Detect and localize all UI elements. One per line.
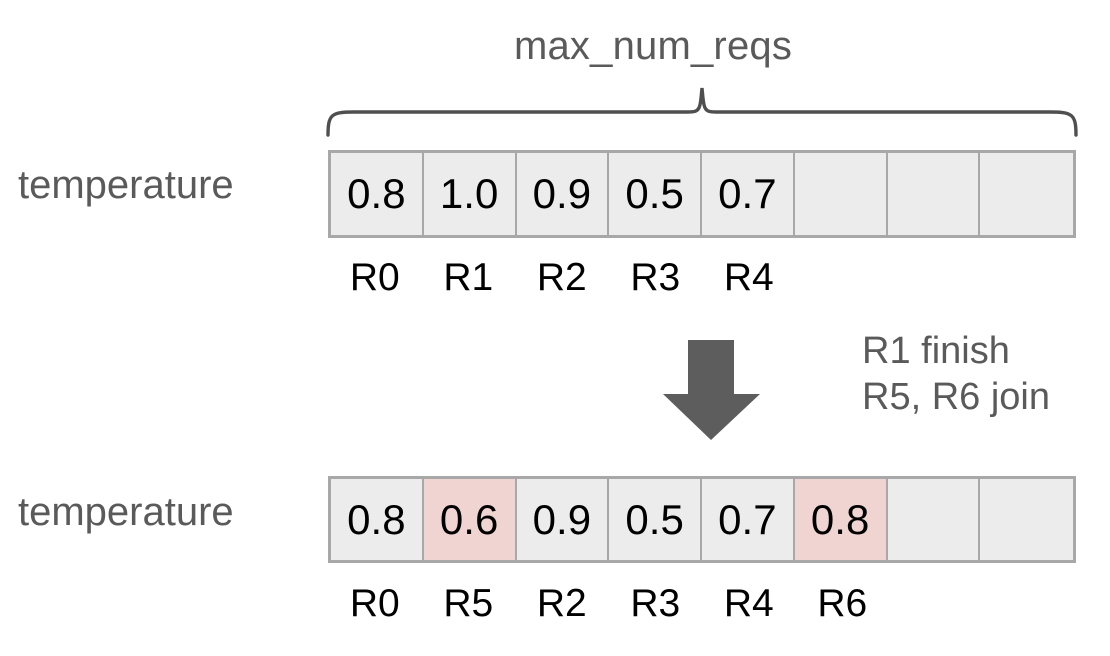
temperature-cell[interactable]: 0.5 (609, 479, 702, 560)
bottom-row-label: temperature (18, 490, 234, 534)
request-id-label: R6 (817, 582, 868, 625)
request-id-label: R3 (630, 582, 681, 625)
request-id-label: R2 (536, 256, 587, 299)
temperature-cell[interactable]: 1.0 (423, 153, 517, 235)
top-row-label: temperature (18, 163, 234, 207)
temperature-cell[interactable]: 0.9 (516, 479, 610, 560)
request-id-label: R2 (536, 582, 587, 625)
temperature-cell[interactable]: 0.9 (516, 153, 610, 235)
request-id-label (796, 258, 890, 297)
bottom-request-id-row: R0 R5 R2 R3 R4 R6 (328, 584, 1076, 623)
temperature-cell-empty[interactable] (887, 479, 981, 560)
temperature-cell-empty[interactable] (980, 479, 1073, 560)
temperature-cell-empty[interactable] (980, 153, 1073, 235)
temperature-cell-highlighted[interactable]: 0.8 (794, 479, 888, 560)
top-request-id-row: R0 R1 R2 R3 R4 (328, 258, 1076, 297)
request-id-label (983, 584, 1077, 623)
page-title-text: max_num_reqs (513, 24, 793, 68)
temperature-cell[interactable]: 0.7 (702, 153, 795, 235)
temperature-cell[interactable]: 0.7 (702, 479, 795, 560)
temperature-cell[interactable]: 0.5 (609, 153, 702, 235)
request-id-label: R0 (349, 256, 400, 299)
temperature-cell-empty[interactable] (794, 153, 888, 235)
request-id-label: R1 (443, 256, 494, 299)
temperature-cell-empty[interactable] (887, 153, 981, 235)
bottom-temperature-grid: 0.8 0.6 0.9 0.5 0.7 0.8 (328, 476, 1076, 563)
capacity-brace-icon (326, 87, 1078, 137)
top-temperature-grid: 0.8 1.0 0.9 0.5 0.7 (328, 150, 1076, 238)
transition-note-line2: R5, R6 join (862, 376, 1050, 418)
request-id-label (889, 584, 983, 623)
request-id-label (889, 258, 983, 297)
transition-note: R1 finish R5, R6 join (862, 328, 1050, 420)
down-arrow-icon (663, 340, 760, 440)
request-id-label: R4 (723, 256, 774, 299)
transition-note-line1: R1 finish (862, 330, 1010, 372)
request-id-label: R5 (443, 582, 494, 625)
request-id-label (983, 258, 1077, 297)
temperature-cell[interactable]: 0.8 (331, 479, 424, 560)
request-id-label: R3 (630, 256, 681, 299)
temperature-cell[interactable]: 0.8 (331, 153, 424, 235)
page-title: max_num_reqs (0, 24, 1110, 69)
request-id-label: R0 (349, 582, 400, 625)
request-id-label: R4 (723, 582, 774, 625)
temperature-cell-highlighted[interactable]: 0.6 (423, 479, 517, 560)
